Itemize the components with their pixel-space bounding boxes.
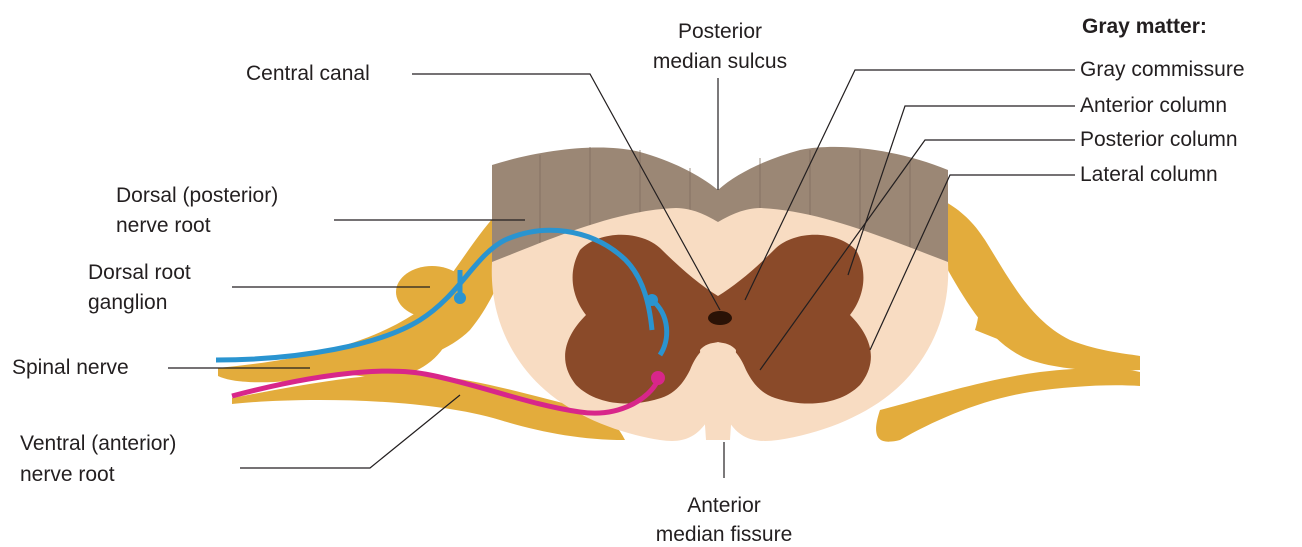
anterior-median-fissure-label-2: median fissure xyxy=(624,523,824,547)
dorsal-nerve-root-label-2: nerve root xyxy=(116,214,211,238)
posterior-column-label: Posterior column xyxy=(1080,128,1238,152)
gray-matter-heading: Gray matter: xyxy=(1082,15,1207,39)
anterior-median-fissure-label-1: Anterior xyxy=(624,494,824,518)
anterior-median-fissure xyxy=(700,343,736,441)
gray-commissure-label: Gray commissure xyxy=(1080,58,1245,82)
ventral-nerve-root-label-2: nerve root xyxy=(20,463,115,487)
posterior-median-sulcus-label-1: Posterior xyxy=(640,20,800,44)
lateral-column-label: Lateral column xyxy=(1080,163,1218,187)
central-canal-label: Central canal xyxy=(246,62,370,86)
dorsal-root-ganglion-label-2: ganglion xyxy=(88,291,167,315)
posterior-median-sulcus-label-2: median sulcus xyxy=(640,50,800,74)
spinal-nerve-label: Spinal nerve xyxy=(12,356,129,380)
ventral-nerve-root-label-1: Ventral (anterior) xyxy=(20,432,176,456)
dorsal-root-ganglion-label-1: Dorsal root xyxy=(88,261,191,285)
anterior-column-label: Anterior column xyxy=(1080,94,1227,118)
central-canal xyxy=(708,311,732,325)
dorsal-nerve-root-label-1: Dorsal (posterior) xyxy=(116,184,278,208)
